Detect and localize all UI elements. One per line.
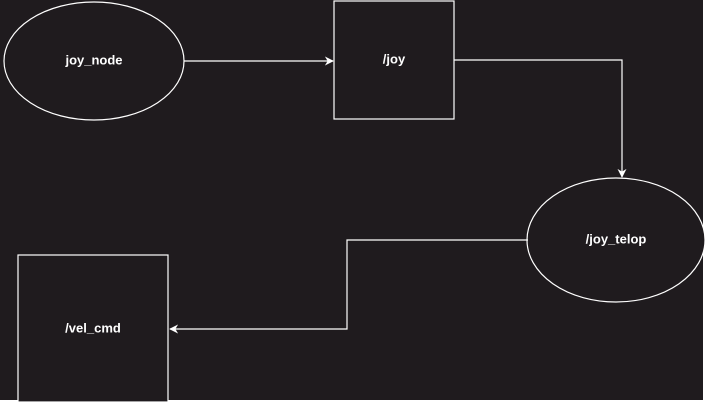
node-vel-cmd-shape (17, 254, 169, 403)
edge-joy-to-joy-telop[interactable] (454, 59, 627, 178)
node-vel-cmd-label: /vel_cmd (65, 320, 121, 335)
node-joy-telop[interactable]: /joy_telop (526, 177, 706, 303)
node-joy-telop-label: /joy_telop (586, 231, 647, 246)
node-joy-topic[interactable]: /joy (333, 0, 455, 120)
node-joy-topic-label: /joy (383, 51, 406, 66)
node-vel-cmd[interactable]: /vel_cmd (17, 254, 169, 403)
node-joy-node[interactable]: joy_node (3, 1, 185, 121)
node-joy-node-label: joy_node (64, 52, 122, 67)
edge-joy-telop-to-vel-cmd[interactable] (169, 239, 528, 334)
node-joy-topic-shape (333, 0, 455, 120)
